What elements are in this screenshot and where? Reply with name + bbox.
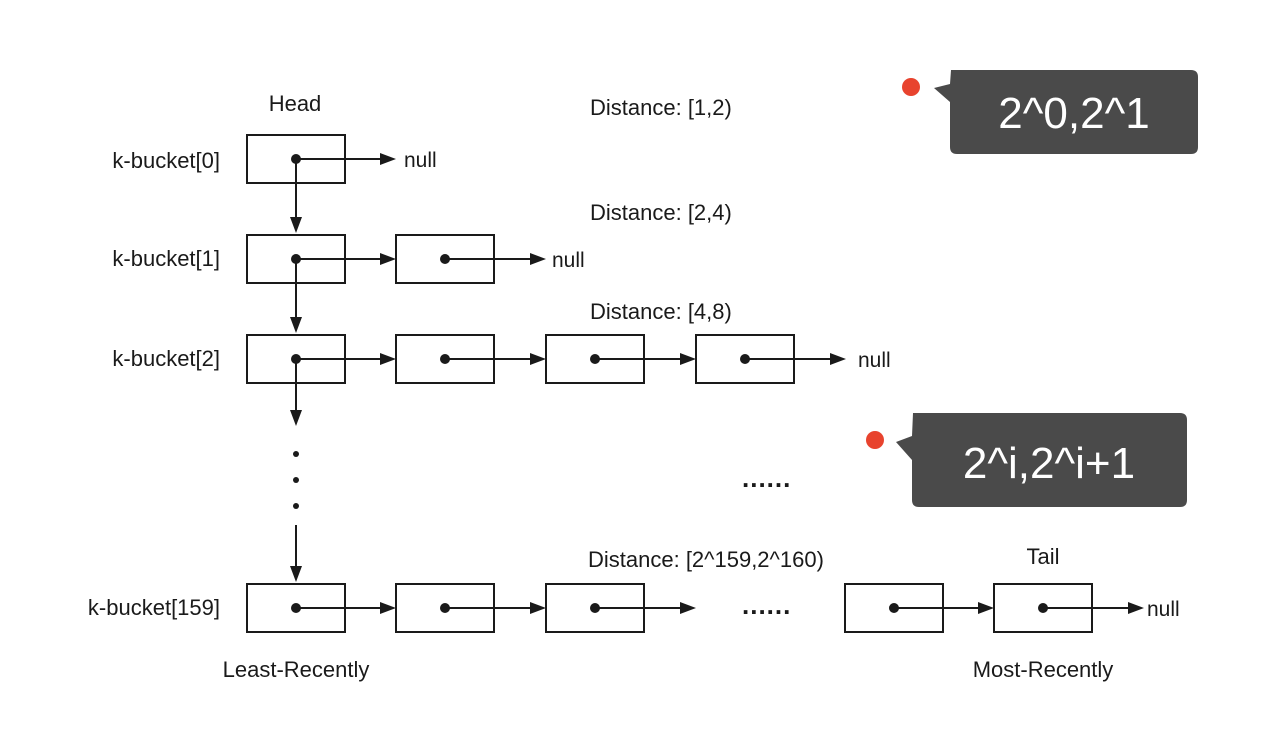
vertical-ellipsis-dot [293, 477, 299, 483]
bucket-name-0: k-bucket[0] [112, 148, 220, 173]
null-label: null [552, 249, 585, 272]
annotation-2[interactable]: 2^i,2^i+1 [866, 413, 1187, 507]
bucket-name-2: k-bucket[2] [112, 346, 220, 371]
most-recently-label: Most-Recently [973, 657, 1114, 682]
distance-label-1: Distance: [2,4) [590, 200, 732, 225]
annotation-marker[interactable] [902, 78, 920, 96]
annotation-1[interactable]: 2^0,2^1 [902, 70, 1198, 154]
distance-label-2: Distance: [4,8) [590, 299, 732, 324]
distance-label-159: Distance: [2^159,2^160) [588, 547, 824, 572]
annotation-marker[interactable] [866, 431, 884, 449]
row-0: null [246, 134, 437, 184]
annotation-text: 2^0,2^1 [998, 89, 1149, 138]
bucket-name-1: k-bucket[1] [112, 246, 220, 271]
annotation-bubble [896, 413, 1187, 507]
head-label: Head [269, 91, 322, 116]
annotation-text: 2^i,2^i+1 [963, 439, 1135, 488]
row-ellipsis: ...... [742, 590, 791, 620]
row-159: ...... null [246, 583, 1180, 633]
null-label: null [1147, 598, 1180, 621]
middle-ellipsis: ...... [742, 463, 791, 493]
distance-label-0: Distance: [1,2) [590, 95, 732, 120]
vertical-ellipsis-dot [293, 503, 299, 509]
vertical-ellipsis-dot [293, 451, 299, 457]
least-recently-label: Least-Recently [223, 657, 370, 682]
bucket-name-159: k-bucket[159] [88, 595, 220, 620]
tail-label: Tail [1026, 544, 1059, 569]
null-label: null [404, 149, 437, 172]
head-chain [290, 159, 302, 582]
row-1: null [246, 234, 585, 284]
row-2: null [246, 334, 891, 384]
annotation-bubble [934, 70, 1198, 154]
null-label: null [858, 349, 891, 372]
